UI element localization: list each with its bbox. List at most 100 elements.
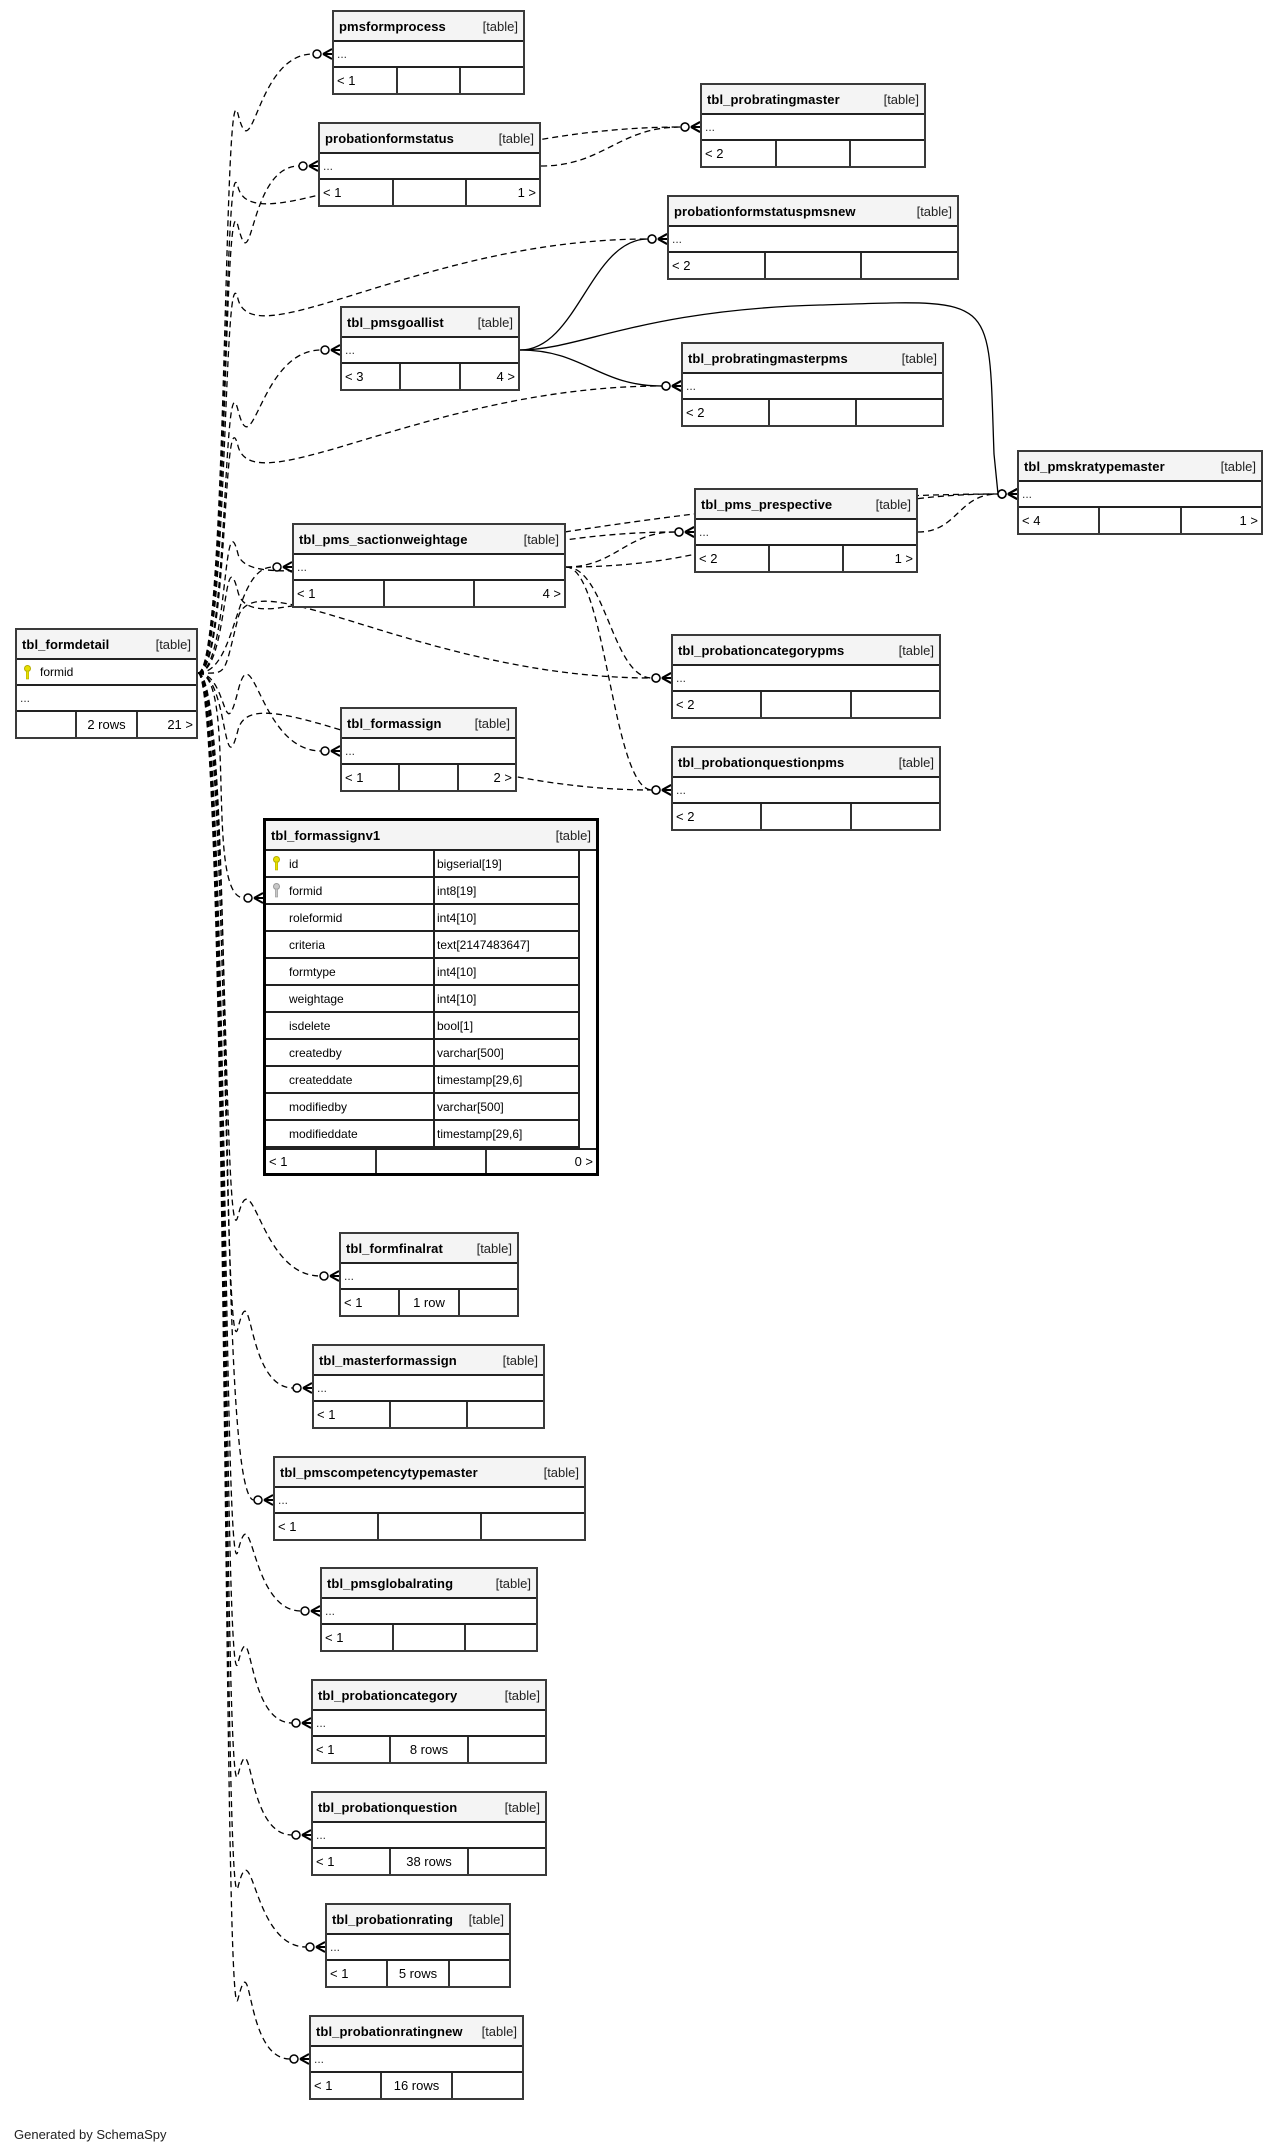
table-name[interactable]: tbl_probationquestion [318,1799,458,1815]
children-count[interactable] [466,1402,543,1427]
parents-count[interactable]: < 1 [345,770,364,785]
relationship-edge-tbl_formdetail-to-tbl_probationcategorypms[interactable] [197,600,653,679]
children-count[interactable] [464,1625,536,1650]
parents-count[interactable] [17,712,75,737]
relationship-edge-tbl_formdetail-to-tbl_formassign[interactable] [197,672,322,752]
table-tbl_probratingmaster[interactable]: tbl_probratingmaster[table]...< 2 [700,83,926,168]
table-name[interactable]: tbl_probationcategorypms [678,642,845,658]
relationship-edge-tbl_formdetail-to-tbl_pmscompetencytypemaster[interactable] [197,672,255,1501]
table-name[interactable]: tbl_probationratingnew [316,2023,463,2039]
relationship-edge-tbl_pmsgoallist-to-probationformstatuspmsnew[interactable] [519,238,649,351]
parents-count[interactable]: < 2 [699,551,718,566]
parents-count[interactable]: < 1 [269,1154,288,1169]
table-name[interactable]: tbl_pmscompetencytypemaster [280,1464,478,1480]
parents-count[interactable]: < 1 [325,1630,344,1645]
children-count[interactable] [855,400,942,425]
children-count[interactable] [467,1737,545,1762]
parents-count[interactable]: < 2 [705,146,724,161]
children-count[interactable] [860,253,957,278]
table-name[interactable]: tbl_formdetail [22,636,110,652]
children-count[interactable]: 4 > [458,364,518,389]
parents-count[interactable]: < 1 [330,1966,349,1981]
relationship-edge-tbl_formdetail-to-tbl_pms_sactionweightage[interactable] [197,566,274,674]
parents-count[interactable]: < 1 [344,1295,363,1310]
parents-count[interactable]: < 1 [317,1407,336,1422]
relationship-edge-tbl_pms_prespective-to-tbl_pmskratypemaster[interactable] [917,493,999,533]
children-count[interactable] [459,68,523,93]
table-name[interactable]: tbl_pmsgoallist [347,314,444,330]
children-count[interactable] [849,141,924,166]
children-count[interactable] [480,1514,584,1539]
table-name[interactable]: tbl_formassignv1 [271,827,381,843]
table-tbl_masterformassign[interactable]: tbl_masterformassign[table]...< 1 [312,1344,545,1429]
table-name[interactable]: probationformstatuspmsnew [674,203,856,219]
parents-count[interactable]: < 1 [278,1519,297,1534]
table-name[interactable]: pmsformprocess [339,18,446,34]
children-count[interactable] [849,692,939,717]
children-count[interactable]: 2 > [456,765,515,790]
children-count[interactable]: 4 > [473,581,564,606]
relationship-edge-tbl_pms_sactionweightage-to-tbl_pms_prespective[interactable] [565,531,676,568]
table-name[interactable]: tbl_pmsglobalrating [327,1575,454,1591]
parents-count[interactable]: < 4 [1022,513,1041,528]
parents-count[interactable]: < 1 [323,185,342,200]
parents-count[interactable]: < 2 [676,809,695,824]
children-count[interactable]: 1 > [465,180,539,205]
table-name[interactable]: tbl_probratingmasterpms [688,350,848,366]
parents-count[interactable]: < 2 [686,405,705,420]
children-count[interactable] [457,1290,517,1315]
table-tbl_pmscompetencytypemaster[interactable]: tbl_pmscompetencytypemaster[table]...< 1 [273,1456,586,1541]
children-count[interactable]: 1 > [1179,508,1261,533]
table-name[interactable]: probationformstatus [325,130,455,146]
relationship-edge-tbl_formdetail-to-tbl_pmsgoallist[interactable] [197,349,322,674]
children-count[interactable]: 21 > [135,712,196,737]
children-count[interactable] [451,2073,522,2098]
parents-count[interactable]: < 1 [337,73,356,88]
parents-count[interactable]: < 1 [297,586,316,601]
table-name[interactable]: tbl_probationcategory [318,1687,458,1703]
relationship-edge-tbl_formdetail-to-tbl_formassignv1[interactable] [197,672,245,899]
table-name[interactable]: tbl_formfinalrat [346,1240,443,1256]
table-tbl_probationcategorypms[interactable]: tbl_probationcategorypms[table]...< 2 [671,634,941,719]
children-count[interactable]: 1 > [842,546,916,571]
table-pmsformprocess[interactable]: pmsformprocess[table]...< 1 [332,10,525,95]
table-tbl_pmsglobalrating[interactable]: tbl_pmsglobalrating[table]...< 1 [320,1567,538,1652]
children-count[interactable] [849,804,939,829]
parents-count[interactable]: < 2 [676,697,695,712]
table-tbl_probationquestionpms[interactable]: tbl_probationquestionpms[table]...< 2 [671,746,941,831]
relationship-edge-probationformstatus-to-tbl_probratingmaster[interactable] [540,126,682,167]
table-name[interactable]: tbl_probationquestionpms [678,754,845,770]
parents-count[interactable]: < 1 [316,1854,335,1869]
relationship-edge-tbl_pmsgoallist-to-tbl_probratingmasterpms[interactable] [519,349,663,387]
table-name[interactable]: tbl_pms_prespective [701,496,833,512]
relationship-edge-tbl_pms_sactionweightage-to-tbl_probationquestionpms[interactable] [565,566,653,791]
children-count[interactable]: 0 > [485,1150,596,1173]
relationship-edge-tbl_formdetail-to-probationformstatus[interactable] [197,165,300,674]
table-probationformstatuspmsnew[interactable]: probationformstatuspmsnew[table]...< 2 [667,195,959,280]
relationship-edge-tbl_pms_sactionweightage-to-tbl_probationcategorypms[interactable] [565,566,653,679]
table-name[interactable]: tbl_formassign [347,715,442,731]
table-name[interactable]: tbl_probratingmaster [707,91,840,107]
table-name[interactable]: tbl_masterformassign [319,1352,457,1368]
table-name[interactable]: tbl_pms_sactionweightage [299,531,468,547]
children-count[interactable] [447,1961,509,1986]
table-name[interactable]: tbl_pmskratypemaster [1024,458,1165,474]
table-name[interactable]: tbl_probationrating [332,1911,454,1927]
table-tbl_formdetail[interactable]: tbl_formdetail [table] formid ... 2 rows… [15,628,198,739]
table-tbl_probratingmasterpms[interactable]: tbl_probratingmasterpms[table]...< 2 [681,342,944,427]
parents-count[interactable]: < 1 [316,1742,335,1757]
parents-count[interactable]: < 2 [672,258,691,273]
children-count[interactable] [467,1849,545,1874]
